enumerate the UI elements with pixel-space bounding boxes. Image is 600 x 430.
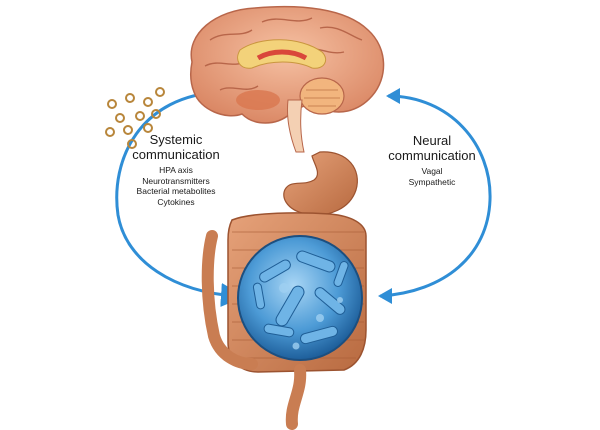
- systemic-item: Bacterial metabolites: [136, 186, 216, 196]
- systemic-title-line2: communication: [132, 147, 220, 162]
- systemic-item: HPA axis: [159, 165, 193, 175]
- neural-item: Sympathetic: [408, 176, 456, 187]
- neural-communication-label: Neural communication Vagal Sympathetic: [372, 133, 492, 187]
- neural-title-line1: Neural: [412, 133, 452, 148]
- brain-illustration: [189, 5, 385, 153]
- metabolite-particles: [105, 87, 165, 149]
- systemic-item: Cytokines: [157, 196, 195, 207]
- neural-title-line2: communication: [388, 148, 476, 163]
- systemic-communication-label: Systemic communication HPA axis Neurotra…: [116, 132, 236, 207]
- gut-microbiota-disc: [237, 235, 363, 361]
- systemic-item: Neurotransmitters: [142, 175, 210, 186]
- stomach-illustration: [283, 151, 358, 216]
- neural-item: Vagal: [421, 166, 443, 176]
- neural-arrow: [378, 88, 492, 304]
- systemic-title-line1: Systemic: [149, 132, 203, 147]
